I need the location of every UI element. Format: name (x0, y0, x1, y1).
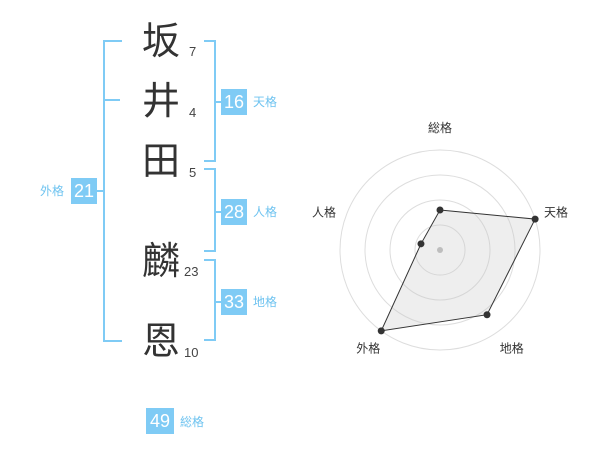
radar-ring-4 (339, 149, 541, 351)
gaikaku-label: 外格 (40, 184, 65, 198)
radar-axis-label-2: 天格 (544, 204, 568, 219)
radar-center-dot (437, 247, 443, 253)
chikaku-connector (216, 301, 222, 303)
radar-axis-label-1: 総格 (428, 120, 452, 135)
radar-ring-3 (364, 174, 516, 326)
name-char-5: 恩 (142, 319, 181, 363)
radar-series-polygon (380, 209, 536, 332)
gaikaku-badge-connector (97, 190, 105, 192)
soukaku-label: 総格 (180, 415, 205, 429)
radar-point-4 (377, 327, 385, 335)
stroke-count-5: 10 (184, 345, 199, 360)
chikaku-bracket (204, 259, 216, 341)
radar-point-1 (436, 206, 444, 214)
radar-point-5 (417, 240, 425, 248)
radar-axis-label-3: 地格 (500, 341, 524, 356)
stroke-count-4: 23 (184, 264, 199, 279)
name-char-3: 田 (142, 139, 181, 183)
stroke-count-3: 5 (189, 165, 197, 180)
tenkaku-value-badge: 16 (221, 89, 247, 115)
radar-point-2 (531, 215, 539, 223)
name-char-2: 井 (142, 79, 181, 123)
soukaku-value-badge: 49 (146, 408, 174, 434)
jinkaku-label: 人格 (253, 205, 278, 219)
jinkaku-value-badge: 28 (221, 199, 247, 225)
jinkaku-connector (216, 211, 222, 213)
chikaku-label: 地格 (253, 295, 278, 309)
gaikaku-bracket-tick (105, 99, 120, 101)
tenkaku-connector (216, 101, 222, 103)
name-char-4: 麟 (142, 239, 181, 283)
chikaku-value-badge: 33 (221, 289, 247, 315)
tenkaku-label: 天格 (253, 95, 278, 109)
radar-axis-label-5: 人格 (312, 204, 336, 219)
name-char-1: 坂 (142, 19, 181, 63)
tenkaku-bracket (204, 40, 216, 162)
gaikaku-value-badge: 21 (71, 178, 97, 204)
jinkaku-bracket (204, 168, 216, 252)
radar-axis-label-4: 外格 (356, 341, 380, 356)
stroke-count-2: 4 (189, 105, 197, 120)
stroke-count-1: 7 (189, 44, 197, 59)
radar-point-3 (483, 311, 491, 319)
radar-ring-2 (389, 199, 491, 301)
radar-ring-1 (414, 224, 466, 276)
